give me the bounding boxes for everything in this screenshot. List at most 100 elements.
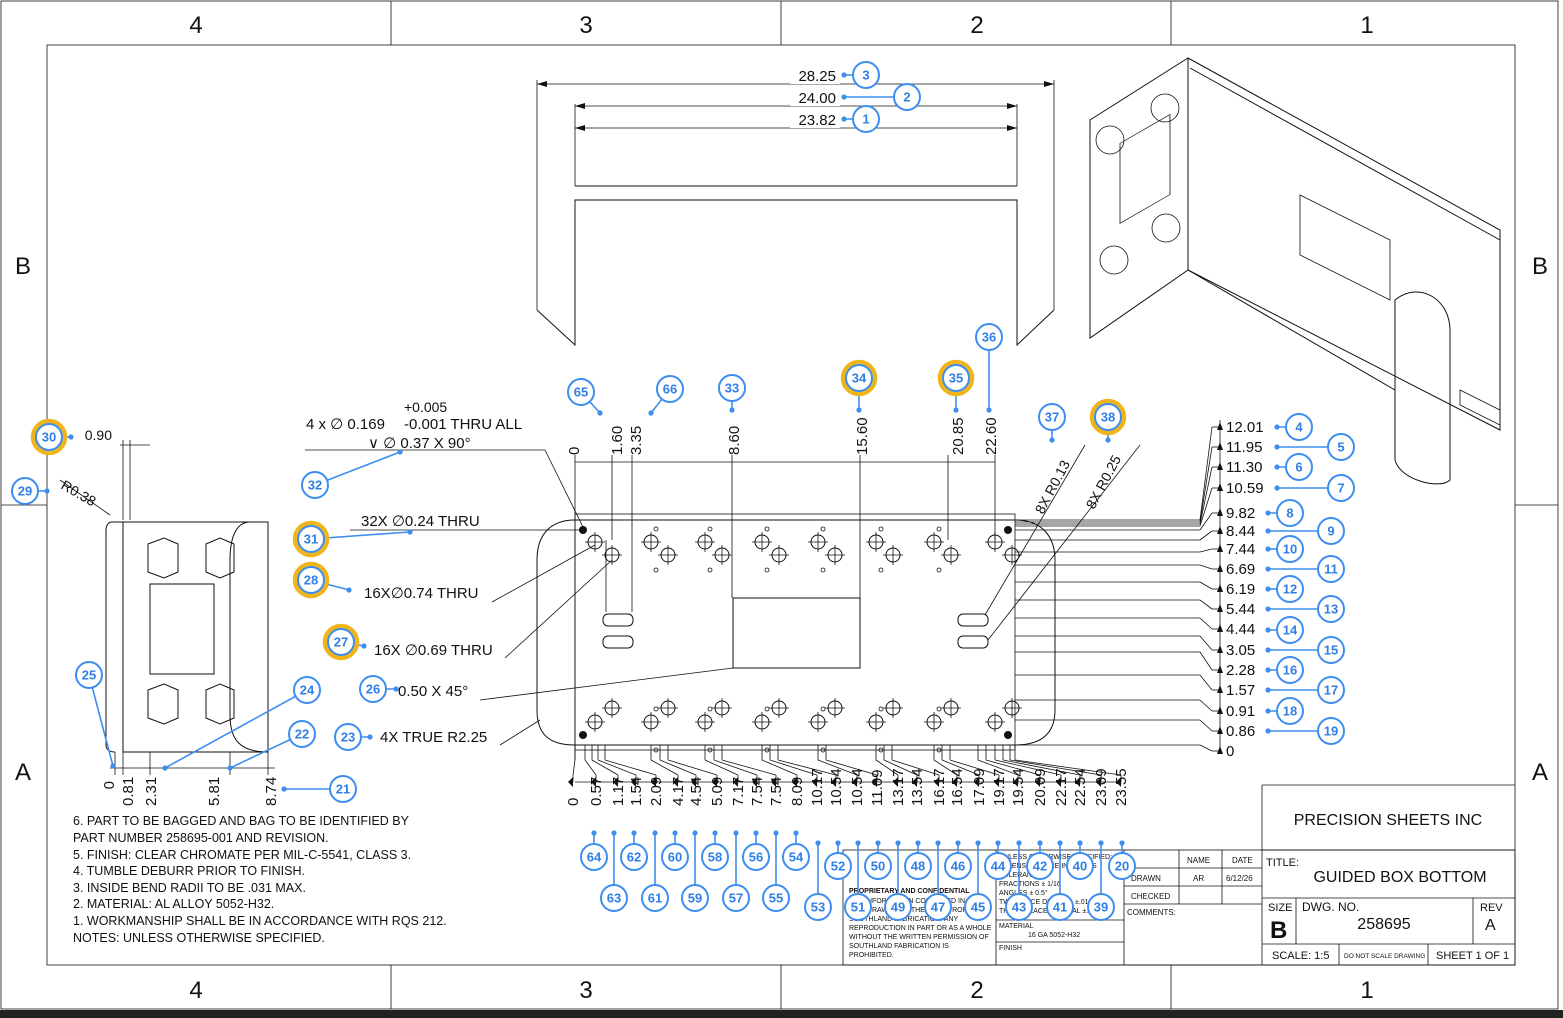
dim-bottom-19: 16.54 (949, 768, 966, 806)
zone-col-4-top: 4 (189, 12, 202, 39)
dim-bottom-11: 8.09 (789, 777, 806, 806)
dim-right-12: 2.28 (1226, 662, 1255, 679)
csk-spec: ∨ ∅ 0.37 X 90° (368, 435, 471, 452)
balloon-23: 23 (334, 723, 362, 751)
balloon-number: 30 (42, 430, 56, 445)
chamfer-spec: 0.50 X 45° (398, 683, 468, 700)
note-2: 2. MATERIAL: AL ALLOY 5052-H32. (73, 897, 274, 911)
balloon-number: 16 (1283, 663, 1297, 678)
balloon-number: 22 (295, 727, 309, 742)
balloon-65: 65 (567, 378, 595, 406)
balloon-number: 59 (688, 891, 702, 906)
hole-tol-minus: -0.001 THRU ALL (404, 416, 522, 433)
isometric-view (1089, 57, 1501, 485)
small-hole (707, 567, 713, 573)
sheet-number: SHEET 1 OF 1 (1436, 950, 1509, 962)
callout-leaders (305, 444, 1141, 746)
dim-right-7: 6.69 (1226, 561, 1255, 578)
finish-label: FINISH (999, 945, 1022, 952)
radius-025: 8X R0.25 (1083, 452, 1125, 511)
balloon-42: 42 (1026, 852, 1054, 880)
balloon-number: 25 (82, 668, 96, 683)
dim-bottom-14: 10.54 (849, 768, 866, 806)
small-hole (820, 706, 826, 712)
zone-col-3-bottom: 3 (579, 977, 592, 1004)
balloon-number: 31 (304, 532, 318, 547)
dim-bottom-1: 0.57 (588, 777, 605, 806)
balloon-number: 52 (831, 859, 845, 874)
dim-bottom-25: 22.54 (1072, 768, 1089, 806)
scale: SCALE: 1:5 (1272, 950, 1329, 962)
tolerance-line-5: TWO PLACE DECIMAL ±.01 (999, 899, 1089, 906)
right-dims: 12.0111.9511.3010.599.828.447.446.696.19… (1226, 419, 1264, 760)
balloon-54: 54 (782, 843, 810, 871)
balloon-48: 48 (904, 852, 932, 880)
balloon-number: 10 (1283, 542, 1297, 557)
dim-side-2-31: 2.31 (143, 777, 160, 806)
dim-bottom-15: 11.09 (869, 770, 886, 806)
balloon-51: 51 (844, 893, 872, 921)
proprietary-line-3: REPRODUCTION IN PART OR AS A WHOLE (849, 925, 992, 932)
balloon-47: 47 (924, 893, 952, 921)
balloon-number: 66 (663, 382, 677, 397)
dim-24-00: 24.00 (798, 90, 836, 107)
balloon-number: 57 (729, 891, 743, 906)
balloon-63: 63 (600, 884, 628, 912)
dim-v-22-60: 22.60 (983, 417, 1000, 455)
balloon-38: 38 (1089, 398, 1127, 436)
small-hole (707, 747, 713, 753)
balloon-27: 27 (322, 623, 360, 661)
dim-bottom-3: 1.54 (628, 777, 645, 806)
balloon-number: 27 (334, 635, 348, 650)
balloon-number: 29 (18, 484, 32, 499)
small-hole (764, 706, 770, 712)
dim-right-11: 3.05 (1226, 642, 1255, 659)
dim-bottom-18: 16.17 (931, 768, 948, 806)
balloon-number: 5 (1337, 440, 1344, 455)
balloon-32: 32 (301, 471, 329, 499)
zone-row-a-left: A (15, 759, 31, 786)
balloon-17: 17 (1317, 676, 1345, 704)
small-hole (707, 706, 713, 712)
balloon-number: 60 (668, 850, 682, 865)
balloon-number: 34 (852, 371, 867, 386)
zone-col-2-bottom: 2 (970, 977, 983, 1004)
balloon-20: 20 (1108, 852, 1136, 880)
balloon-6: 6 (1285, 453, 1313, 481)
zone-col-1-bottom: 1 (1360, 977, 1373, 1004)
small-hole (653, 567, 659, 573)
dim-right-10: 4.44 (1226, 621, 1255, 638)
small-hole (878, 706, 884, 712)
tolerance-line-3: FRACTIONS ± 1/16 (999, 881, 1061, 888)
dim-r0-38: R0.38 (59, 477, 100, 510)
balloon-number: 1 (862, 112, 869, 127)
dim-bottom-10: 7.54 (768, 777, 785, 806)
balloon-number: 64 (587, 850, 602, 865)
notes-block: 6. PART TO BE BAGGED AND BAG TO BE IDENT… (73, 814, 447, 945)
dim-bottom-26: 23.09 (1093, 768, 1110, 806)
balloon-35: 35 (937, 359, 975, 397)
balloon-number: 20 (1115, 859, 1129, 874)
balloon-number: 39 (1094, 900, 1108, 915)
balloon-number: 2 (903, 90, 910, 105)
proprietary-line-6: PROHIBITED. (849, 952, 894, 959)
small-hole (878, 747, 884, 753)
balloon-number: 51 (851, 900, 865, 915)
dim-bottom-24: 22.17 (1053, 768, 1070, 806)
dwg-no: 258695 (1357, 916, 1410, 933)
balloon-24: 24 (293, 676, 321, 704)
small-hole (936, 706, 942, 712)
dim-side-8-74: 8.74 (263, 777, 280, 806)
balloon-number: 15 (1324, 643, 1338, 658)
small-hole (764, 526, 770, 532)
dim-bottom-7: 5.09 (709, 777, 726, 806)
dim-bottom-9: 7.54 (749, 777, 766, 806)
dim-bottom-12: 10.17 (809, 768, 826, 806)
material-value: 16 GA 5052-H32 (1028, 932, 1080, 939)
balloon-number: 32 (308, 478, 322, 493)
balloon-13: 13 (1317, 595, 1345, 623)
dim-bottom-5: 4.17 (670, 777, 687, 806)
balloon-37: 37 (1038, 403, 1066, 431)
dim-v-15-60: 15.60 (854, 417, 871, 455)
